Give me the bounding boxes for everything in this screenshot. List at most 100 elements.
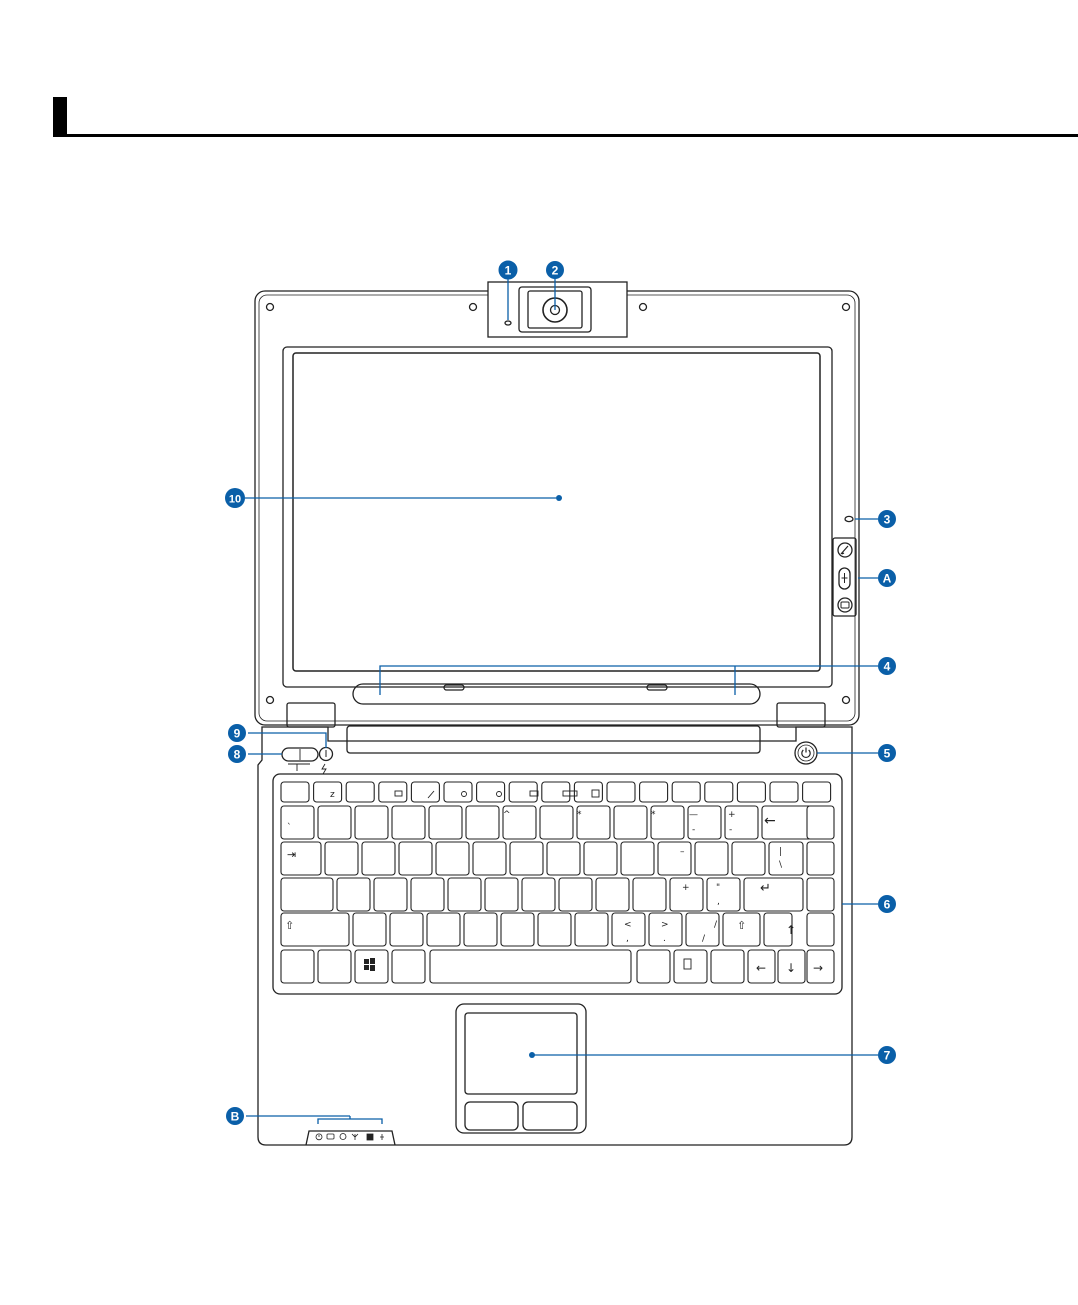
- letter-key[interactable]: [337, 878, 370, 911]
- letter-key[interactable]: [464, 913, 497, 946]
- display-center-dot: [556, 495, 562, 501]
- letter-key[interactable]: [538, 913, 571, 946]
- number-key[interactable]: [392, 806, 425, 839]
- edge-key[interactable]: [807, 806, 834, 839]
- hinge-cover: [347, 726, 760, 753]
- enter-key[interactable]: [744, 878, 803, 911]
- left-click-button[interactable]: [465, 1102, 518, 1130]
- wireless-indicator-icon: [352, 1134, 358, 1140]
- callout-6: 6: [878, 895, 896, 913]
- number-key[interactable]: [318, 806, 351, 839]
- screw-icon: [843, 697, 850, 704]
- letter-key[interactable]: [399, 842, 432, 875]
- number-key[interactable]: [466, 806, 499, 839]
- fn-key[interactable]: [640, 782, 668, 802]
- fn-key[interactable]: [346, 782, 374, 802]
- letter-key[interactable]: [390, 913, 423, 946]
- letter-key[interactable]: [501, 913, 534, 946]
- alt-key[interactable]: [392, 950, 425, 983]
- edge-key[interactable]: [807, 842, 834, 875]
- hdd-indicator-icon: [340, 1134, 346, 1140]
- touchpad[interactable]: [465, 1013, 577, 1094]
- letter-key[interactable]: [707, 878, 740, 911]
- number-key[interactable]: [577, 806, 610, 839]
- letter-key[interactable]: [485, 878, 518, 911]
- power-icon: [802, 748, 810, 758]
- bolt-symbol-icon: [322, 764, 326, 774]
- letter-key[interactable]: [510, 842, 543, 875]
- key-label-minus-bot: -: [692, 825, 695, 835]
- letter-key[interactable]: [353, 913, 386, 946]
- key-label-plus-r4: +: [682, 883, 690, 893]
- letter-key[interactable]: [473, 842, 506, 875]
- callout-2: 2: [546, 261, 564, 279]
- number-key[interactable]: [540, 806, 573, 839]
- touchpad-center-dot: [529, 1052, 535, 1058]
- usb-symbol-icon: [288, 764, 310, 771]
- callout-1-label: 1: [505, 264, 512, 278]
- caps-lock-key[interactable]: [281, 878, 333, 911]
- letter-key[interactable]: [732, 842, 765, 875]
- fn-key[interactable]: [444, 782, 472, 802]
- letter-key[interactable]: [547, 842, 580, 875]
- fn-key[interactable]: [411, 782, 439, 802]
- callout-5: 5: [878, 744, 896, 762]
- menu-key[interactable]: [674, 950, 707, 983]
- fn-key[interactable]: [803, 782, 831, 802]
- fn-key[interactable]: [770, 782, 798, 802]
- number-key[interactable]: [651, 806, 684, 839]
- fn-key[interactable]: [737, 782, 765, 802]
- callout-9-label: 9: [234, 727, 241, 741]
- fn-key[interactable]: [281, 782, 309, 802]
- fn-key[interactable]: [607, 782, 635, 802]
- fn-key[interactable]: [509, 782, 537, 802]
- key-label-plus-bot: -: [729, 825, 732, 835]
- letter-key[interactable]: [411, 878, 444, 911]
- number-key[interactable]: [429, 806, 462, 839]
- callout-A: A: [878, 569, 896, 587]
- key-label-gt-top: >: [661, 920, 669, 930]
- backslash-key[interactable]: [769, 842, 803, 875]
- key-label-tab: ⇥: [287, 848, 296, 861]
- right-click-button[interactable]: [523, 1102, 577, 1130]
- fn-key[interactable]: [672, 782, 700, 802]
- alt-gr-key[interactable]: [637, 950, 670, 983]
- space-key[interactable]: [430, 950, 631, 983]
- letter-key[interactable]: [584, 842, 617, 875]
- callout-10-label: 10: [229, 494, 241, 506]
- fn-key[interactable]: [574, 782, 602, 802]
- letter-key[interactable]: [362, 842, 395, 875]
- key-label-up: ↑: [786, 923, 796, 937]
- letter-key[interactable]: [436, 842, 469, 875]
- key-label-quote-bot: ,: [717, 897, 720, 907]
- fn-key[interactable]: [705, 782, 733, 802]
- fn-modifier-key[interactable]: [281, 950, 314, 983]
- number-key[interactable]: [614, 806, 647, 839]
- letter-key[interactable]: [658, 842, 691, 875]
- letter-key[interactable]: [325, 842, 358, 875]
- callout-3: 3: [878, 510, 896, 528]
- letter-key[interactable]: [448, 878, 481, 911]
- number-key[interactable]: [355, 806, 388, 839]
- edge-key[interactable]: [807, 913, 834, 946]
- ctrl-key[interactable]: [318, 950, 351, 983]
- key-label-eight: *: [577, 810, 582, 820]
- letter-key[interactable]: [559, 878, 592, 911]
- letter-key[interactable]: [374, 878, 407, 911]
- edge-key[interactable]: [807, 878, 834, 911]
- letter-key[interactable]: [695, 842, 728, 875]
- letter-key[interactable]: [596, 878, 629, 911]
- ctrl-right-key[interactable]: [711, 950, 744, 983]
- letter-key[interactable]: [575, 913, 608, 946]
- fn-key[interactable]: [314, 782, 342, 802]
- fn-key[interactable]: [542, 782, 570, 802]
- letter-key[interactable]: [427, 913, 460, 946]
- letter-key[interactable]: [633, 878, 666, 911]
- letter-key[interactable]: [621, 842, 654, 875]
- screw-icon: [640, 304, 647, 311]
- number-key[interactable]: [281, 806, 314, 839]
- fn-key[interactable]: [379, 782, 407, 802]
- num-lock-indicator-icon: [380, 1134, 384, 1140]
- letter-key[interactable]: [522, 878, 555, 911]
